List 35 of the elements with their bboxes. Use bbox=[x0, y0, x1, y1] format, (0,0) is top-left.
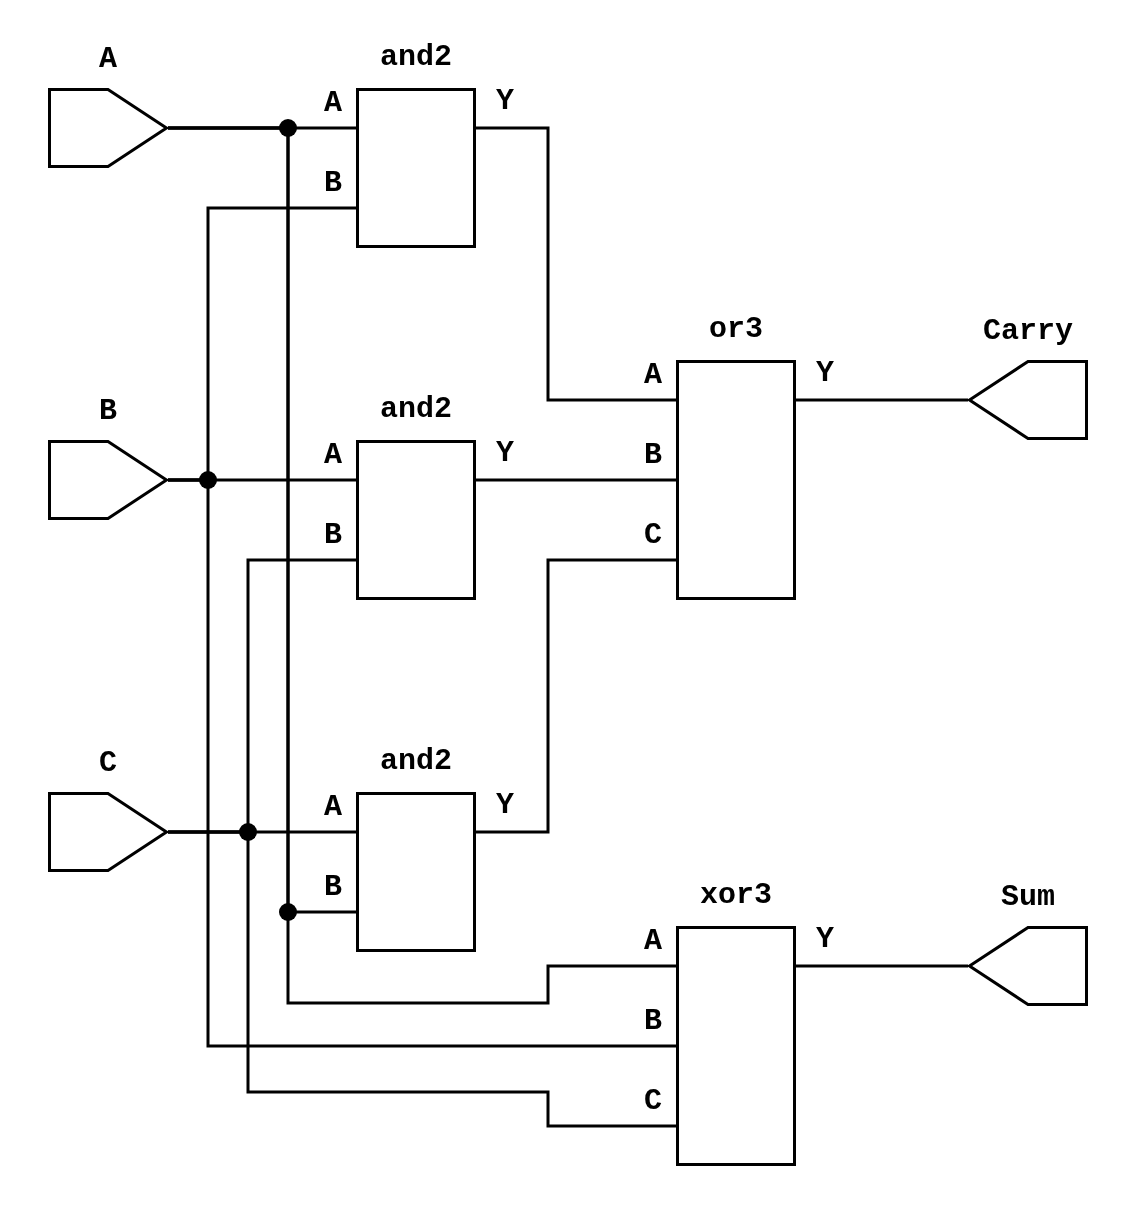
gate-name: xor3 bbox=[700, 880, 772, 910]
wire bbox=[168, 126, 676, 1005]
pin-name: Y bbox=[816, 358, 834, 388]
gate-name: or3 bbox=[709, 314, 763, 344]
wire bbox=[796, 398, 968, 402]
wire bbox=[476, 558, 676, 834]
pin-name: B bbox=[644, 1006, 662, 1036]
pin-name: A bbox=[324, 792, 342, 822]
port-name: Sum bbox=[1001, 882, 1055, 912]
pin-name: A bbox=[644, 360, 662, 390]
pin-name: A bbox=[644, 926, 662, 956]
wire bbox=[168, 478, 676, 1048]
port-name: A bbox=[99, 44, 117, 74]
pin-name: B bbox=[324, 520, 342, 550]
pin-name: A bbox=[324, 440, 342, 470]
pin-name: B bbox=[324, 872, 342, 902]
pin-name: C bbox=[644, 520, 662, 550]
pin-name: A bbox=[324, 88, 342, 118]
pin-name: Y bbox=[496, 438, 514, 468]
port-name: C bbox=[99, 748, 117, 778]
pin-name: Y bbox=[816, 924, 834, 954]
wire bbox=[796, 964, 968, 968]
port-name: B bbox=[99, 396, 117, 426]
gate-name: and2 bbox=[380, 42, 452, 72]
gate-name: and2 bbox=[380, 394, 452, 424]
pin-name: Y bbox=[496, 86, 514, 116]
pin-name: B bbox=[324, 168, 342, 198]
gate-name: and2 bbox=[380, 746, 452, 776]
wire bbox=[476, 478, 676, 482]
wire bbox=[476, 126, 676, 402]
port-name: Carry bbox=[983, 316, 1073, 346]
pin-name: B bbox=[644, 440, 662, 470]
pin-name: Y bbox=[496, 790, 514, 820]
pin-name: C bbox=[644, 1086, 662, 1116]
wire bbox=[168, 830, 676, 1128]
